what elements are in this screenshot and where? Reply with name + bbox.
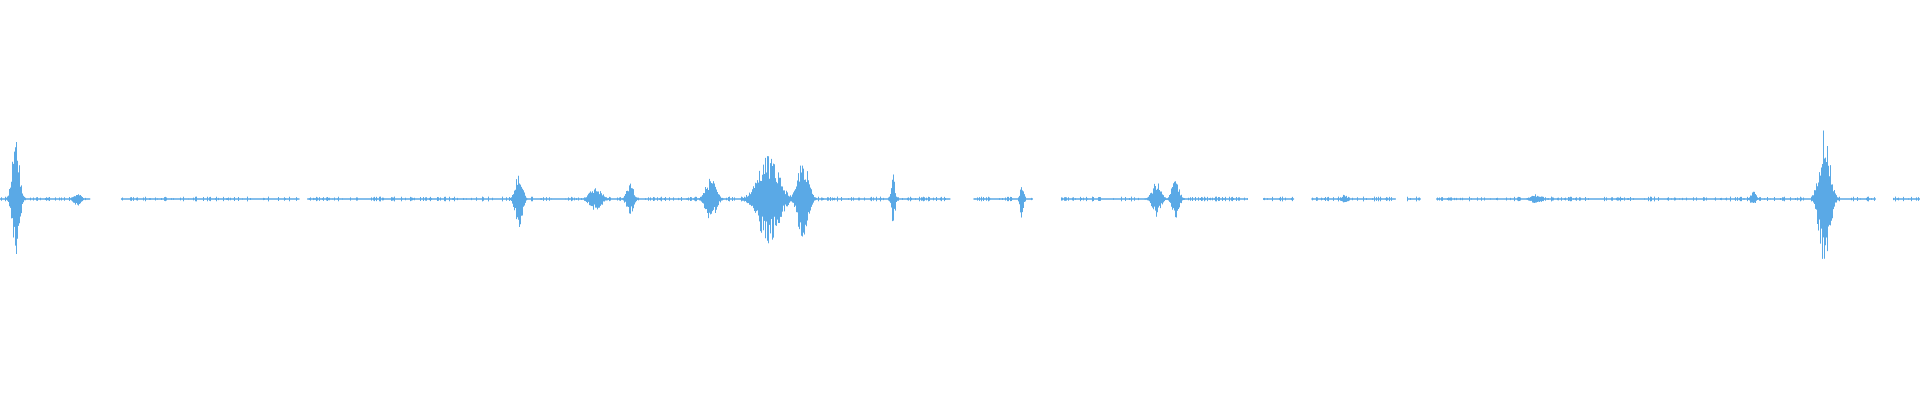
waveform-span [973,198,1033,200]
waveform-burst [582,188,610,210]
waveform-noise-path [1,196,1919,202]
waveform-burst [889,174,898,222]
waveform-span [1311,198,1396,200]
waveform-burst [1339,194,1350,203]
waveform-burst [1748,191,1759,203]
waveform-span [1436,198,1876,200]
waveform-burst [1145,183,1167,217]
waveform-burst [1166,181,1184,218]
waveform-span [1407,198,1421,200]
waveform-burst [510,175,528,227]
waveform-burst [742,156,795,244]
waveform-sound-bursts [6,130,1838,259]
waveform-burst [789,165,817,237]
waveform-burst [70,194,84,206]
waveform-span [1263,198,1295,200]
waveform-burst [1811,130,1838,259]
waveform-burst [6,141,25,254]
waveform-signal-spans [0,198,1920,200]
waveform-burst [1018,187,1026,218]
waveform-burst [698,178,724,219]
waveform-burst [621,183,639,214]
waveform-noise-floor [1,196,1919,202]
waveform-span [1893,198,1920,200]
waveform-burst [1526,194,1547,203]
